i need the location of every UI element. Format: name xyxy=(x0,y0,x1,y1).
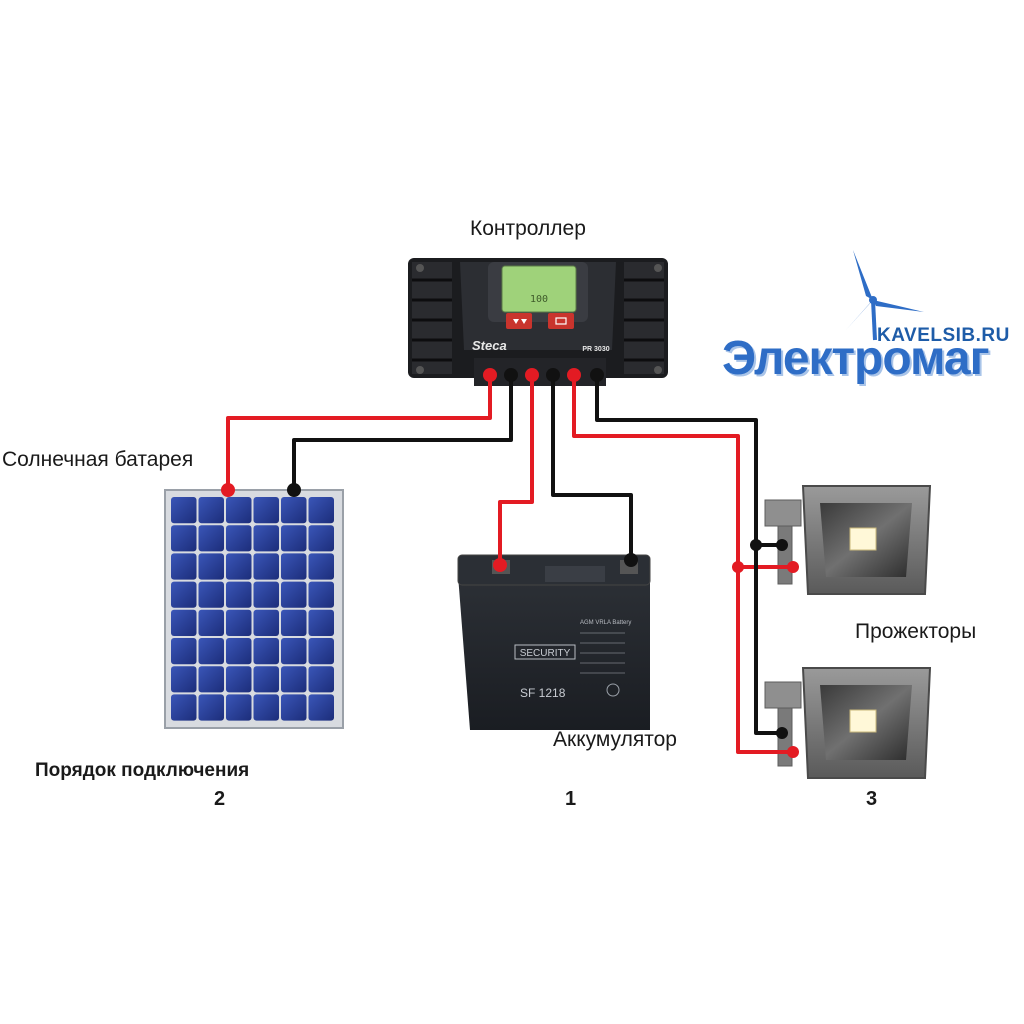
solar-cell xyxy=(308,638,334,665)
order-number-floodlights: 3 xyxy=(866,788,878,810)
svg-text:100: 100 xyxy=(530,294,548,305)
logo-brand-name: Электромаг xyxy=(722,332,990,385)
solar-cell xyxy=(253,694,279,721)
solar-cell xyxy=(198,609,224,636)
battery-model-text: SF 1218 xyxy=(520,686,566,700)
solar-cell xyxy=(171,525,197,552)
solar-cell xyxy=(226,553,252,580)
solar-cell xyxy=(226,581,252,608)
solar-cell xyxy=(171,497,197,524)
solar-cell xyxy=(226,694,252,721)
solar-cell xyxy=(308,694,334,721)
logo-site-url: KAVELSIB.RU xyxy=(877,325,1010,346)
wire-solar-negative xyxy=(292,375,513,490)
solar-cell xyxy=(308,525,334,552)
order-number-solar: 2 xyxy=(214,788,226,810)
solar-cell xyxy=(308,497,334,524)
solar-cell xyxy=(308,581,334,608)
solar-cell xyxy=(253,666,279,693)
solar-cell xyxy=(308,553,334,580)
solar-cell xyxy=(226,525,252,552)
controller-model: PR 3030 xyxy=(582,346,609,353)
battery-side-label: AGM VRLA Battery xyxy=(580,620,631,626)
battery-label: Аккумулятор xyxy=(553,728,677,751)
charge-controller: 100 Steca PR 3030 xyxy=(408,258,668,386)
solar-cell xyxy=(281,553,307,580)
solar-cell xyxy=(281,609,307,636)
solar-cell xyxy=(198,525,224,552)
controller-button-left[interactable] xyxy=(506,313,532,329)
solar-cell xyxy=(198,553,224,580)
floodlights-label: Прожекторы xyxy=(855,620,977,643)
solar-cell xyxy=(281,694,307,721)
wire-solar-positive xyxy=(226,375,492,490)
controller-brand: Steca xyxy=(472,338,507,353)
battery: SECURITY SF 1218 AGM VRLA Battery xyxy=(457,554,651,730)
wire-load-negative xyxy=(595,375,782,735)
solar-cell xyxy=(198,581,224,608)
wind-turbine-icon xyxy=(846,250,924,341)
wire-load-positive xyxy=(572,375,793,754)
controller-button-right[interactable] xyxy=(548,313,574,329)
order-number-battery: 1 xyxy=(565,788,577,810)
solar-cell xyxy=(171,666,197,693)
solar-cell xyxy=(226,638,252,665)
solar-cell xyxy=(253,525,279,552)
connection-points xyxy=(221,368,799,758)
floodlight-bottom xyxy=(764,667,932,779)
solar-cell xyxy=(171,694,197,721)
solar-cell xyxy=(171,553,197,580)
solar-cell xyxy=(226,609,252,636)
solar-cell xyxy=(253,497,279,524)
solar-cell xyxy=(253,638,279,665)
solar-cell xyxy=(198,694,224,721)
solar-cell xyxy=(281,581,307,608)
solar-panel-label: Солнечная батарея xyxy=(2,448,194,471)
battery-brand-logo: SECURITY xyxy=(514,644,576,660)
solar-cell xyxy=(281,497,307,524)
wires xyxy=(226,375,793,754)
wire-battery-positive xyxy=(498,375,534,565)
solar-cell xyxy=(171,609,197,636)
wire-battery-negative xyxy=(551,375,633,560)
solar-cell xyxy=(281,525,307,552)
solar-cell xyxy=(171,581,197,608)
solar-cell xyxy=(198,497,224,524)
solar-panel xyxy=(164,489,344,729)
floodlight-top xyxy=(764,485,932,595)
solar-cell xyxy=(308,666,334,693)
battery-brand-text: SECURITY xyxy=(520,648,571,659)
solar-cell xyxy=(253,581,279,608)
solar-cell xyxy=(171,638,197,665)
solar-cell xyxy=(308,609,334,636)
controller-lcd xyxy=(501,265,577,313)
connection-order-title: Порядок подключения xyxy=(35,760,250,781)
solar-cell xyxy=(198,666,224,693)
controller-label: Контроллер xyxy=(470,217,586,240)
solar-cell xyxy=(226,497,252,524)
solar-cell xyxy=(253,609,279,636)
solar-cell xyxy=(226,666,252,693)
solar-cell xyxy=(253,553,279,580)
solar-cell xyxy=(281,638,307,665)
solar-cell xyxy=(198,638,224,665)
solar-cell xyxy=(281,666,307,693)
